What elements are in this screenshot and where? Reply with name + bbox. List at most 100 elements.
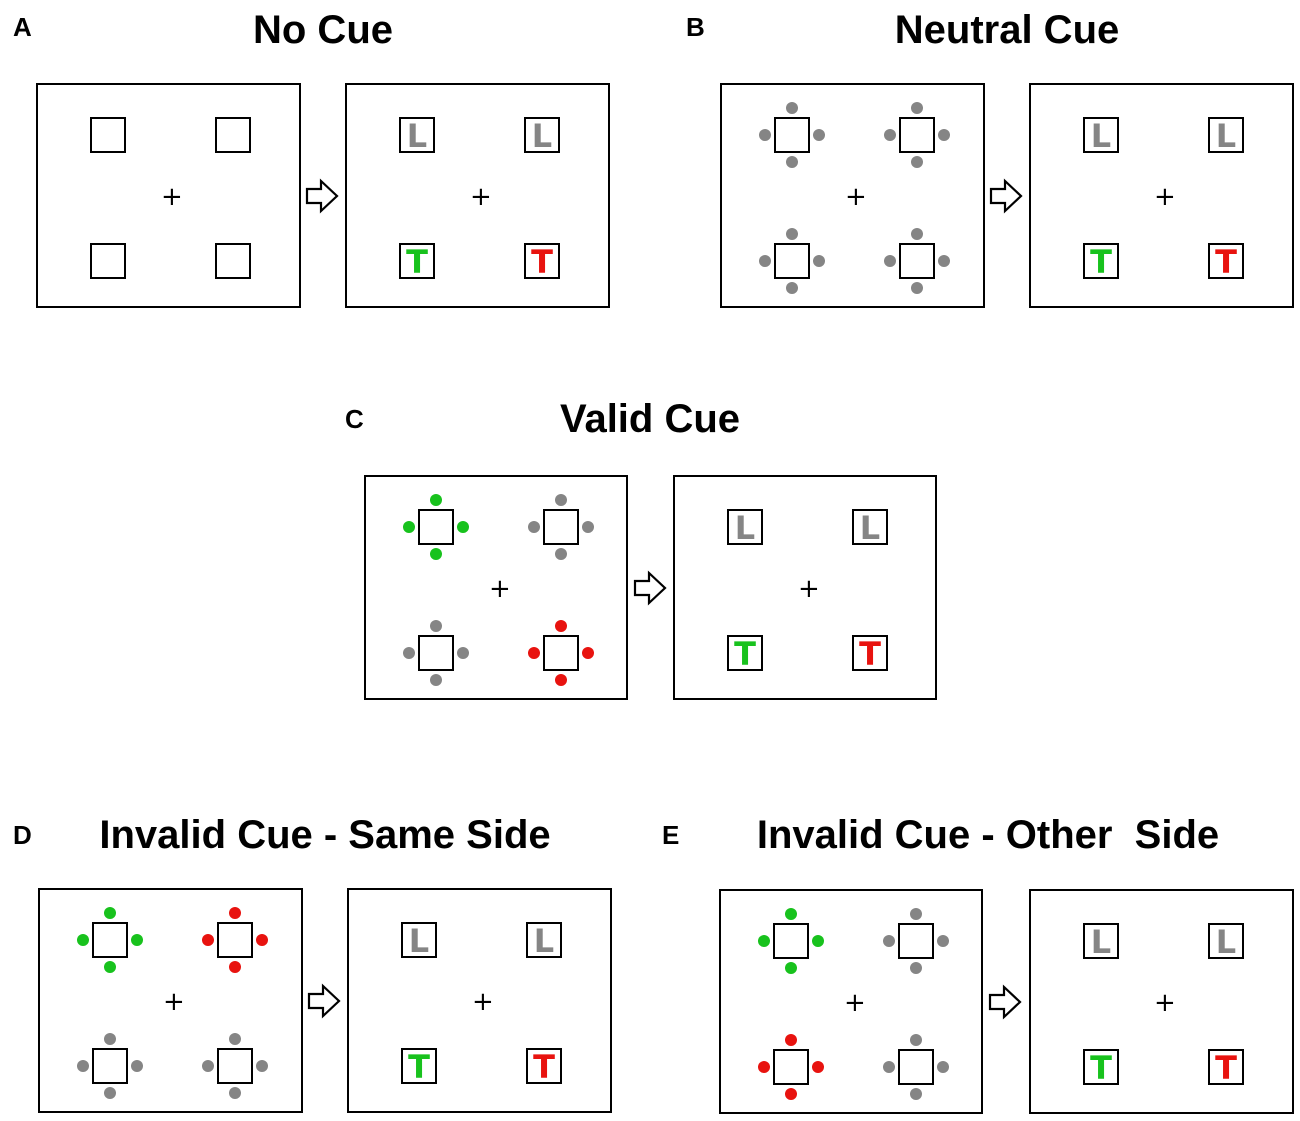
distractor-letter: L: [408, 922, 430, 960]
cue-dot-left: [77, 1060, 89, 1072]
cue-dot-bottom: [229, 961, 241, 973]
panel-letter-c: C: [345, 404, 364, 434]
placeholder-box: [773, 1049, 809, 1085]
cue-dot-top: [786, 102, 798, 114]
distractor-box: L: [1208, 923, 1244, 959]
target-box: T: [727, 635, 763, 671]
cue-dot-left: [759, 129, 771, 141]
panel-letter-b: B: [686, 12, 705, 42]
distractor-letter: L: [859, 509, 881, 547]
cue-dot-right: [938, 129, 950, 141]
cue-dot-top: [555, 620, 567, 632]
placeholder-box: [774, 117, 810, 153]
cue-dot-left: [202, 934, 214, 946]
fixation-cross-icon: +: [844, 988, 866, 1018]
fixation-cross-icon: +: [470, 182, 492, 212]
distractor-box: L: [401, 922, 437, 958]
cue-dot-top: [104, 1033, 116, 1045]
cue-dot-bottom: [911, 282, 923, 294]
panel-title-a: No Cue: [253, 8, 393, 52]
distractor-box: L: [1208, 117, 1244, 153]
distractor-letter: L: [406, 117, 428, 155]
cue-dot-bottom: [911, 156, 923, 168]
cue-dot-left: [403, 647, 415, 659]
target-box: T: [1208, 243, 1244, 279]
target-box: T: [401, 1048, 437, 1084]
cue-dot-left: [758, 935, 770, 947]
cue-dot-right: [256, 934, 268, 946]
cue-dot-bottom: [104, 961, 116, 973]
fixation-cross-icon: +: [489, 574, 511, 604]
cue-dot-right: [813, 255, 825, 267]
hollow-right-arrow-icon: [988, 984, 1022, 1020]
distractor-letter: L: [1090, 117, 1112, 155]
target-box: T: [526, 1048, 562, 1084]
cue-dot-right: [582, 521, 594, 533]
cue-dot-top: [229, 1033, 241, 1045]
cue-dot-bottom: [910, 1088, 922, 1100]
target-display-e: + L L T T: [1029, 889, 1294, 1114]
cue-dot-left: [77, 934, 89, 946]
cue-dot-top: [430, 620, 442, 632]
cue-dot-top: [555, 494, 567, 506]
cue-display-e: +: [719, 889, 983, 1114]
cue-dot-left: [884, 129, 896, 141]
fixation-cross-icon: +: [845, 182, 867, 212]
cue-dot-left: [202, 1060, 214, 1072]
distractor-box: L: [1083, 923, 1119, 959]
cue-dot-right: [131, 934, 143, 946]
placeholder-box: [92, 922, 128, 958]
cue-dot-top: [229, 907, 241, 919]
cue-dot-top: [785, 1034, 797, 1046]
placeholder-box: [773, 923, 809, 959]
distractor-box: L: [852, 509, 888, 545]
fixation-cross-icon: +: [1154, 988, 1176, 1018]
distractor-letter: L: [1215, 923, 1237, 961]
distractor-letter: L: [1215, 117, 1237, 155]
placeholder-box: [418, 509, 454, 545]
cue-dot-right: [812, 1061, 824, 1073]
cue-dot-right: [457, 647, 469, 659]
placeholder-box: [90, 243, 126, 279]
distractor-box: L: [1083, 117, 1119, 153]
cue-dot-top: [104, 907, 116, 919]
target-box: T: [399, 243, 435, 279]
distractor-letter: L: [734, 509, 756, 547]
cue-dot-right: [582, 647, 594, 659]
distractor-letter: L: [533, 922, 555, 960]
cue-dot-right: [813, 129, 825, 141]
fixation-cross-icon: +: [798, 574, 820, 604]
cue-dot-right: [131, 1060, 143, 1072]
cue-dot-top: [430, 494, 442, 506]
placeholder-box: [899, 243, 935, 279]
placeholder-box: [543, 635, 579, 671]
cue-dot-bottom: [910, 962, 922, 974]
target-box: T: [524, 243, 560, 279]
panel-title-e: Invalid Cue - Other Side: [756, 813, 1220, 857]
cue-dot-bottom: [786, 282, 798, 294]
panel-letter-d: D: [13, 820, 32, 850]
target-box: T: [1208, 1049, 1244, 1085]
placeholder-box: [543, 509, 579, 545]
distractor-box: L: [727, 509, 763, 545]
target-letter: T: [859, 635, 881, 673]
placeholder-box: [215, 117, 251, 153]
cue-dot-left: [528, 521, 540, 533]
target-letter: T: [1215, 1049, 1237, 1087]
cue-dot-bottom: [785, 1088, 797, 1100]
cue-dot-right: [812, 935, 824, 947]
cue-dot-bottom: [555, 674, 567, 686]
target-letter: T: [1215, 243, 1237, 281]
cue-dot-left: [884, 255, 896, 267]
fixation-cross-icon: +: [163, 987, 185, 1017]
cue-dot-bottom: [786, 156, 798, 168]
cue-dot-bottom: [785, 962, 797, 974]
panel-title-c: Valid Cue: [559, 397, 741, 441]
hollow-right-arrow-icon: [307, 983, 341, 1019]
cue-dot-left: [528, 647, 540, 659]
cue-dot-top: [910, 908, 922, 920]
cue-dot-right: [457, 521, 469, 533]
placeholder-box: [899, 117, 935, 153]
target-letter: T: [1090, 1049, 1112, 1087]
